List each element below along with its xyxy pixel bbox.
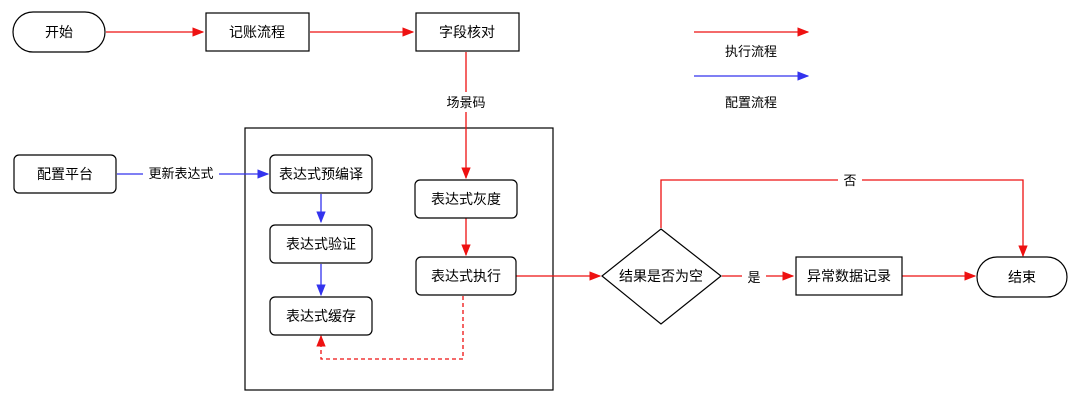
svg-text:表达式缓存: 表达式缓存	[286, 309, 356, 325]
node-gray: 表达式灰度	[414, 179, 518, 219]
edge-label-scene-code: 场景码	[446, 96, 485, 111]
svg-text:结束: 结束	[1008, 270, 1036, 286]
node-start: 开始	[12, 11, 106, 53]
svg-text:异常数据记录: 异常数据记录	[807, 269, 891, 285]
edge-label-update-expr: 更新表达式	[148, 166, 213, 182]
svg-text:表达式预编译: 表达式预编译	[279, 167, 363, 183]
svg-text:结果是否为空: 结果是否为空	[619, 269, 703, 285]
node-cache: 表达式缓存	[269, 296, 373, 336]
node-end: 结束	[976, 256, 1068, 298]
node-field-check: 字段核对	[415, 12, 520, 52]
svg-text:字段核对: 字段核对	[439, 25, 495, 41]
node-execute: 表达式执行	[415, 256, 517, 296]
node-precompile: 表达式预编译	[269, 154, 373, 194]
legend-exec-flow-label: 执行流程	[725, 45, 777, 60]
edge-execute-to-cache-dashed	[316, 296, 464, 360]
svg-text:表达式验证: 表达式验证	[286, 237, 356, 253]
edge-label-yes: 是	[747, 271, 760, 286]
svg-text:记账流程: 记账流程	[229, 25, 285, 41]
node-decision-is-empty: 结果是否为空	[601, 228, 722, 325]
node-validate: 表达式验证	[269, 224, 373, 264]
svg-text:表达式执行: 表达式执行	[431, 269, 501, 285]
node-bookkeeping: 记账流程	[205, 12, 310, 52]
edge-label-no: 否	[843, 174, 856, 189]
svg-text:表达式灰度: 表达式灰度	[431, 192, 501, 208]
expression-engine-container	[244, 127, 554, 391]
svg-text:开始: 开始	[45, 25, 73, 41]
edge-decision-no-to-end	[660, 179, 1028, 258]
node-anomaly-record: 异常数据记录	[795, 256, 903, 296]
node-config-platform: 配置平台	[13, 154, 117, 194]
legend-config-flow-label: 配置流程	[725, 96, 777, 111]
svg-text:配置平台: 配置平台	[37, 167, 93, 183]
